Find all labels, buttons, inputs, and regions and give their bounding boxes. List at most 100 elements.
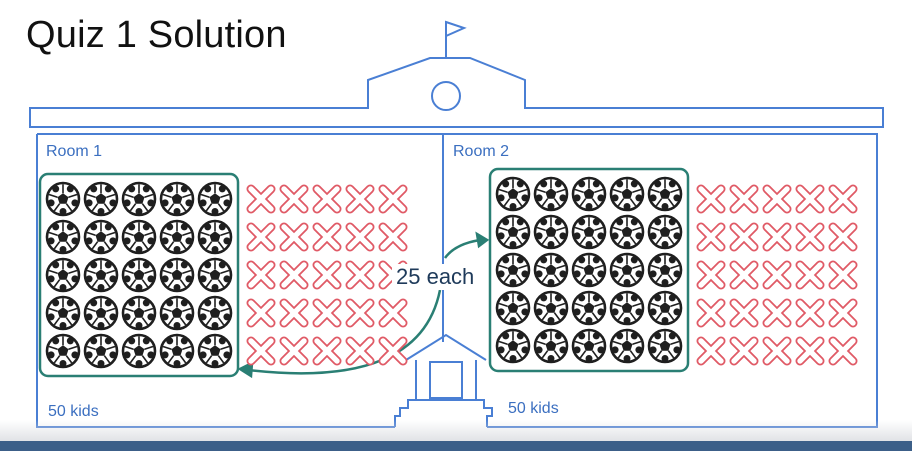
soccer-ball-icon bbox=[609, 176, 645, 212]
cross-mark-icon bbox=[762, 260, 792, 290]
arrowhead-room2 bbox=[475, 231, 490, 249]
room1-crosses bbox=[246, 184, 408, 366]
cross-mark-icon bbox=[729, 222, 759, 252]
cross-mark-icon bbox=[762, 184, 792, 214]
cross-mark-icon bbox=[279, 184, 309, 214]
soccer-ball-icon bbox=[647, 252, 683, 288]
soccer-ball-icon bbox=[647, 328, 683, 364]
cross-mark-icon bbox=[279, 298, 309, 328]
cross-mark-icon bbox=[729, 184, 759, 214]
soccer-ball-icon bbox=[83, 257, 119, 293]
cross-mark-icon bbox=[828, 260, 858, 290]
cross-mark-icon bbox=[795, 222, 825, 252]
cross-mark-icon bbox=[762, 222, 792, 252]
cross-mark-icon bbox=[795, 298, 825, 328]
soccer-ball-icon bbox=[121, 219, 157, 255]
cross-mark-icon bbox=[696, 260, 726, 290]
soccer-ball-icon bbox=[159, 333, 195, 369]
soccer-ball-icon bbox=[495, 290, 531, 326]
soccer-ball-icon bbox=[533, 328, 569, 364]
soccer-ball-icon bbox=[533, 252, 569, 288]
soccer-ball-icon bbox=[571, 252, 607, 288]
soccer-ball-icon bbox=[609, 328, 645, 364]
soccer-ball-icon bbox=[121, 181, 157, 217]
soccer-ball-icon bbox=[533, 176, 569, 212]
cross-mark-icon bbox=[762, 336, 792, 366]
soccer-ball-icon bbox=[495, 252, 531, 288]
cross-mark-icon bbox=[795, 260, 825, 290]
soccer-ball-icon bbox=[571, 290, 607, 326]
cross-mark-icon bbox=[828, 298, 858, 328]
cross-mark-icon bbox=[696, 184, 726, 214]
soccer-ball-icon bbox=[495, 176, 531, 212]
soccer-ball-icon bbox=[571, 214, 607, 250]
room2-balls bbox=[495, 176, 683, 364]
soccer-ball-icon bbox=[121, 257, 157, 293]
cross-mark-icon bbox=[312, 184, 342, 214]
bottom-fade bbox=[0, 420, 912, 442]
room2-kids-count: 50 kids bbox=[508, 400, 559, 417]
cross-mark-icon bbox=[378, 184, 408, 214]
cross-mark-icon bbox=[312, 260, 342, 290]
cross-mark-icon bbox=[279, 260, 309, 290]
cross-mark-icon bbox=[729, 336, 759, 366]
cross-mark-icon bbox=[312, 336, 342, 366]
cross-mark-icon bbox=[345, 260, 375, 290]
cross-mark-icon bbox=[345, 184, 375, 214]
cross-mark-icon bbox=[246, 260, 276, 290]
cross-mark-icon bbox=[696, 222, 726, 252]
soccer-ball-icon bbox=[45, 219, 81, 255]
soccer-ball-icon bbox=[647, 176, 683, 212]
cross-mark-icon bbox=[345, 336, 375, 366]
soccer-ball-icon bbox=[609, 214, 645, 250]
soccer-ball-icon bbox=[495, 214, 531, 250]
soccer-ball-icon bbox=[121, 295, 157, 331]
room1-ball-group-box bbox=[38, 172, 240, 378]
soccer-ball-icon bbox=[609, 290, 645, 326]
soccer-ball-icon bbox=[571, 176, 607, 212]
soccer-ball-icon bbox=[83, 219, 119, 255]
cross-mark-icon bbox=[246, 298, 276, 328]
soccer-ball-icon bbox=[647, 214, 683, 250]
soccer-ball-icon bbox=[647, 290, 683, 326]
soccer-ball-icon bbox=[533, 290, 569, 326]
room1-kids-count: 50 kids bbox=[48, 403, 99, 420]
soccer-ball-icon bbox=[159, 295, 195, 331]
cross-mark-icon bbox=[378, 336, 408, 366]
arrow-to-room1 bbox=[247, 289, 442, 375]
soccer-ball-icon bbox=[159, 181, 195, 217]
cross-mark-icon bbox=[696, 336, 726, 366]
soccer-ball-icon bbox=[121, 333, 157, 369]
soccer-ball-icon bbox=[197, 333, 233, 369]
soccer-ball-icon bbox=[533, 214, 569, 250]
cross-mark-icon bbox=[828, 336, 858, 366]
room2-ball-group-box bbox=[488, 167, 690, 373]
cross-mark-icon bbox=[795, 336, 825, 366]
soccer-ball-icon bbox=[83, 181, 119, 217]
cross-mark-icon bbox=[312, 222, 342, 252]
soccer-ball-icon bbox=[495, 328, 531, 364]
cross-mark-icon bbox=[378, 298, 408, 328]
cross-mark-icon bbox=[729, 298, 759, 328]
soccer-ball-icon bbox=[159, 219, 195, 255]
soccer-ball-icon bbox=[197, 257, 233, 293]
cross-mark-icon bbox=[279, 336, 309, 366]
cross-mark-icon bbox=[762, 298, 792, 328]
cross-mark-icon bbox=[246, 336, 276, 366]
cross-mark-icon bbox=[345, 222, 375, 252]
cross-mark-icon bbox=[828, 222, 858, 252]
cross-mark-icon bbox=[312, 298, 342, 328]
cross-mark-icon bbox=[696, 298, 726, 328]
soccer-ball-icon bbox=[45, 333, 81, 369]
room2-crosses bbox=[696, 184, 858, 366]
cross-mark-icon bbox=[828, 184, 858, 214]
arrow-to-room2 bbox=[443, 238, 481, 259]
flag-icon bbox=[445, 20, 467, 38]
arrowhead-room1 bbox=[237, 360, 254, 379]
cross-mark-icon bbox=[246, 222, 276, 252]
room1-balls bbox=[45, 181, 233, 369]
cross-mark-icon bbox=[279, 222, 309, 252]
soccer-ball-icon bbox=[45, 181, 81, 217]
cross-mark-icon bbox=[378, 222, 408, 252]
